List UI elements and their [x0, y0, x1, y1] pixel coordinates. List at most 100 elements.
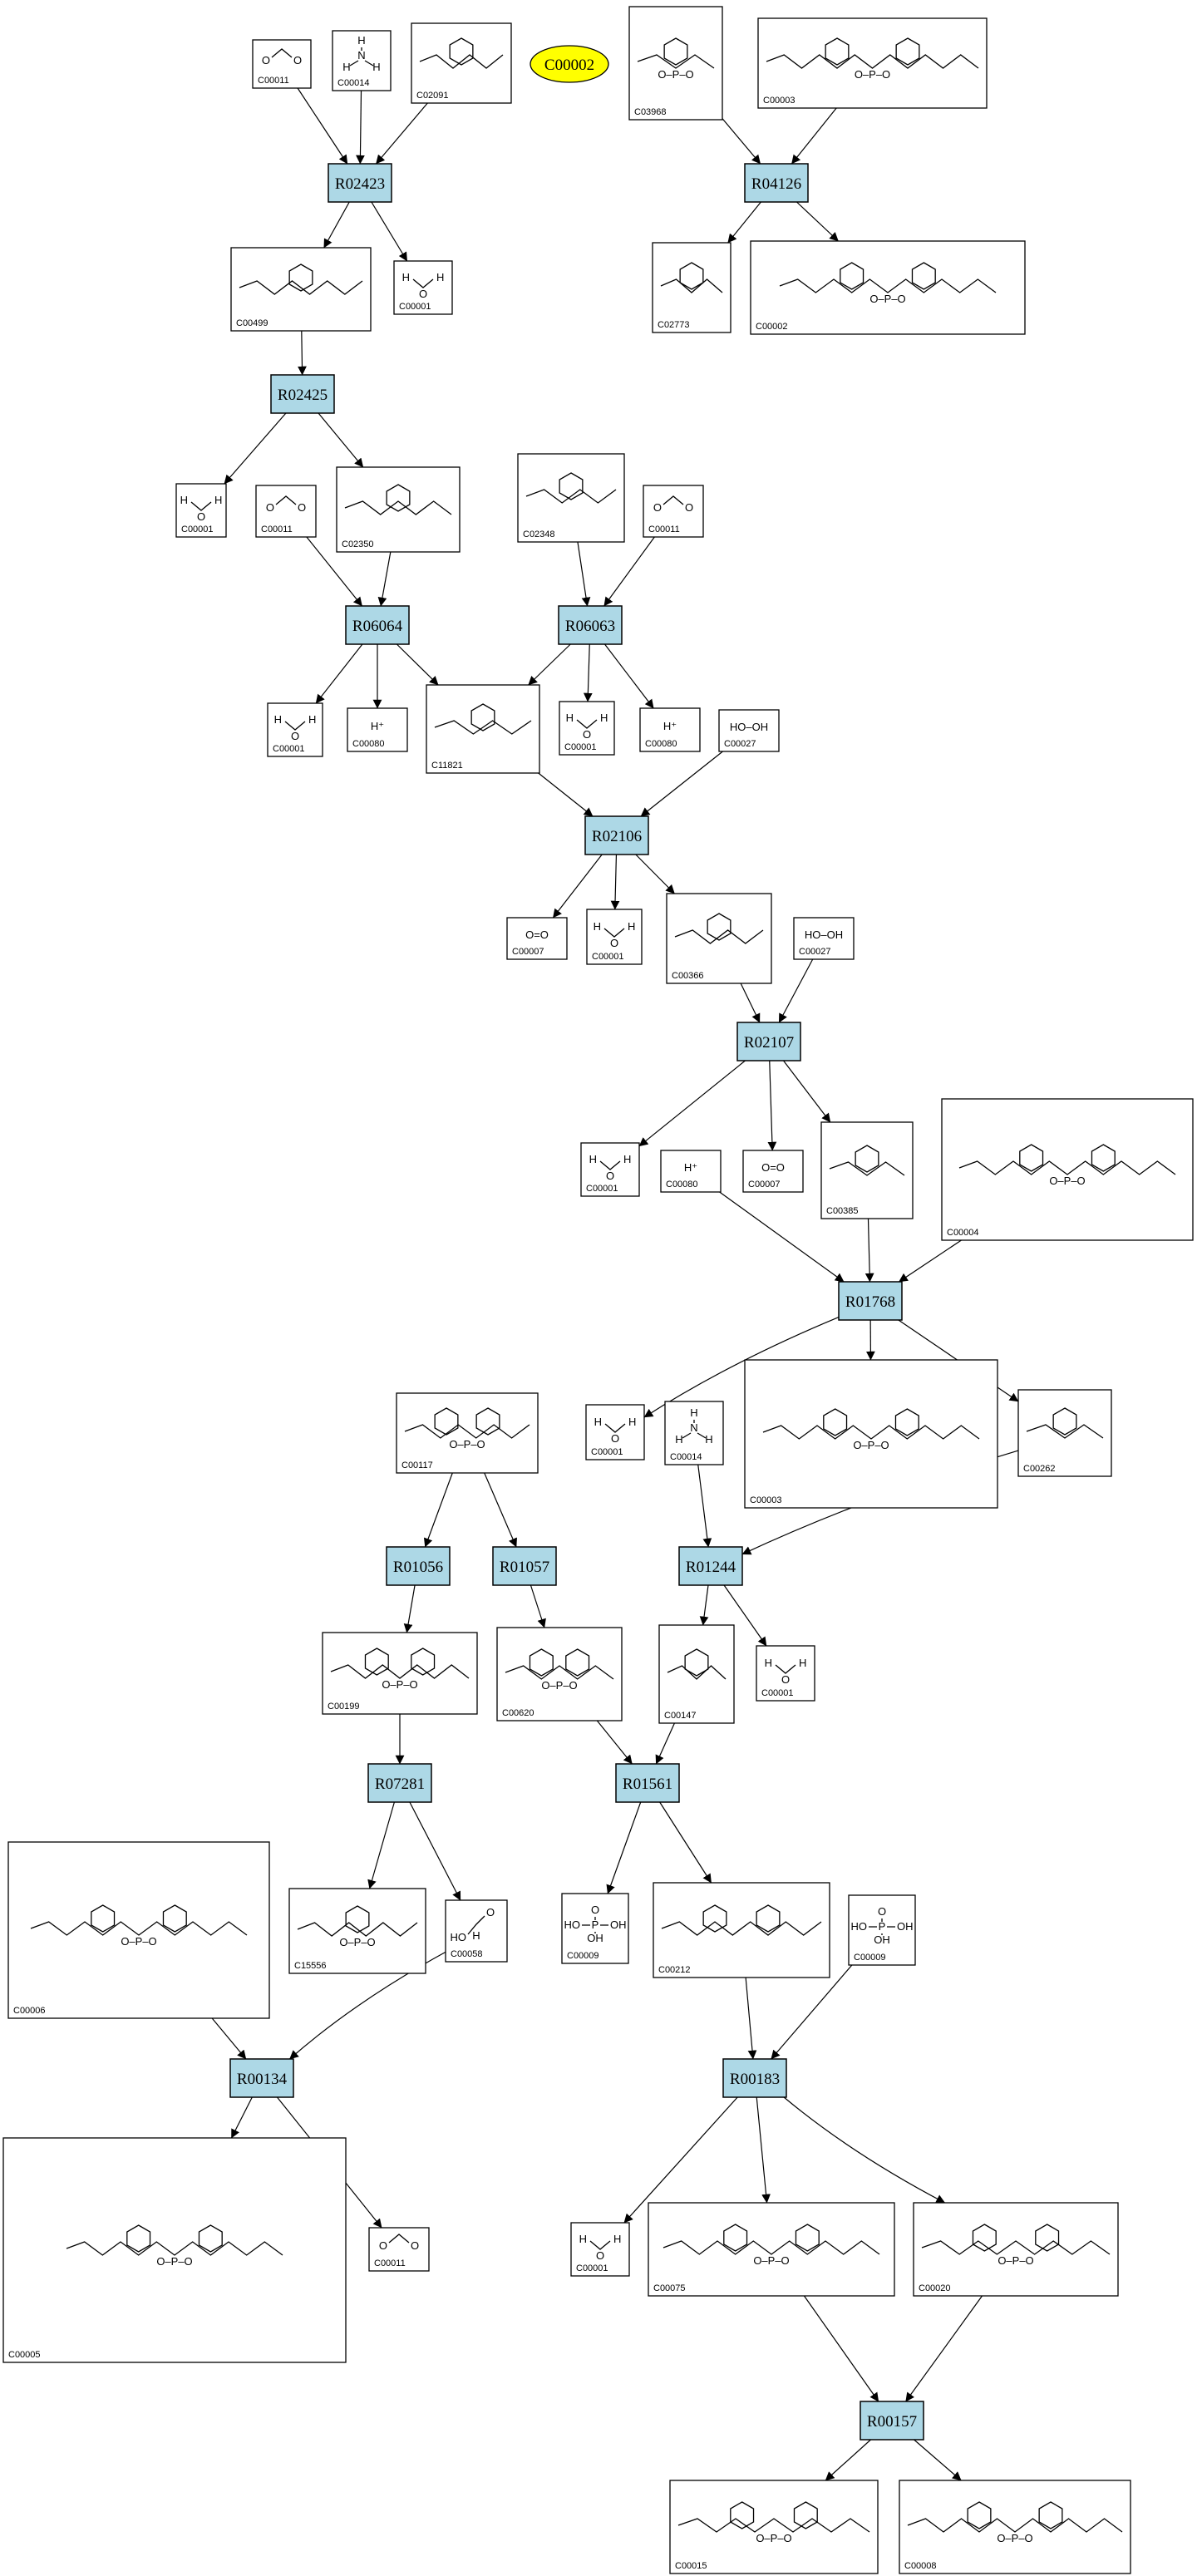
edge-c30-r9: [423, 1472, 453, 1548]
structure-mark: [603, 928, 625, 938]
reaction-id-label: R00134: [237, 2071, 288, 2088]
structure-mark: [344, 500, 452, 515]
reaction-node[interactable]: R02107: [736, 1022, 801, 1061]
reaction-node[interactable]: R02425: [270, 374, 335, 414]
compound-box: [252, 39, 312, 89]
structure-mark: [330, 1664, 470, 1679]
compound-node[interactable]: C00499: [230, 247, 372, 332]
reaction-node[interactable]: R04126: [744, 163, 809, 203]
compound-box: [742, 1150, 804, 1193]
edge-c37-r13: [655, 1722, 675, 1765]
structure-mark: H: [765, 1657, 772, 1669]
isolated-compound-node[interactable]: C00002: [530, 45, 609, 83]
structure-mark: O: [291, 730, 299, 742]
structure-mark: [855, 1145, 879, 1173]
reaction-node[interactable]: R02106: [584, 815, 649, 855]
compound-node[interactable]: C02350: [336, 466, 461, 553]
compound-node[interactable]: H⁺C00080: [347, 707, 408, 752]
reaction-node[interactable]: R07281: [367, 1763, 432, 1803]
reaction-box: [744, 163, 809, 203]
structure-mark: OH: [587, 1932, 603, 1944]
reaction-node[interactable]: R01057: [492, 1546, 557, 1586]
reaction-node[interactable]: R01244: [678, 1546, 743, 1586]
reaction-node[interactable]: R01768: [838, 1281, 903, 1321]
reaction-box: [584, 815, 649, 855]
compound-node[interactable]: H⁺C00080: [639, 707, 701, 752]
compound-box: [757, 17, 988, 109]
compound-node[interactable]: C11821: [426, 684, 540, 774]
compound-node[interactable]: C00385: [820, 1121, 914, 1219]
compound-box: [639, 707, 701, 752]
compound-node[interactable]: C00212: [653, 1882, 830, 1978]
reaction-node[interactable]: R00157: [860, 2401, 924, 2441]
structure-mark: [349, 47, 374, 66]
reaction-node[interactable]: R01561: [615, 1763, 680, 1803]
compound-id-label: C00011: [648, 525, 680, 534]
compound-id-label: C00014: [670, 1452, 702, 1462]
reaction-node[interactable]: R01056: [386, 1546, 451, 1586]
structure-mark: [345, 1905, 370, 1933]
compound-node[interactable]: C00366: [666, 893, 772, 984]
structure-mark: [682, 1420, 707, 1439]
compound-id-label: C00027: [724, 739, 756, 749]
compound-node[interactable]: C00147: [658, 1624, 735, 1724]
reaction-node[interactable]: R00183: [722, 2058, 787, 2098]
edge-r11-c38: [723, 1584, 767, 1647]
reaction-node[interactable]: R06063: [558, 605, 623, 645]
reaction-node[interactable]: R02423: [328, 163, 392, 203]
edge-r6-c21: [552, 854, 603, 919]
reaction-node[interactable]: R06064: [345, 605, 410, 645]
edge-r2-c9: [796, 201, 839, 242]
reaction-node[interactable]: R00134: [229, 2058, 294, 2098]
structure-mark: [840, 262, 864, 290]
compound-node[interactable]: H⁺C00080: [660, 1150, 722, 1193]
compound-node[interactable]: C02348: [517, 453, 625, 543]
compound-node[interactable]: C02091: [411, 22, 512, 104]
compound-node[interactable]: C00262: [1017, 1389, 1112, 1477]
structure-mark: H: [799, 1657, 806, 1669]
compound-id-label: C00080: [645, 739, 677, 749]
compound-id-label: C00385: [826, 1206, 859, 1216]
edge-c29-r8: [899, 1239, 962, 1283]
compound-node[interactable]: C02773: [652, 242, 732, 333]
edge-c36-r13: [596, 1720, 633, 1765]
structure-mark: [793, 2501, 818, 2529]
